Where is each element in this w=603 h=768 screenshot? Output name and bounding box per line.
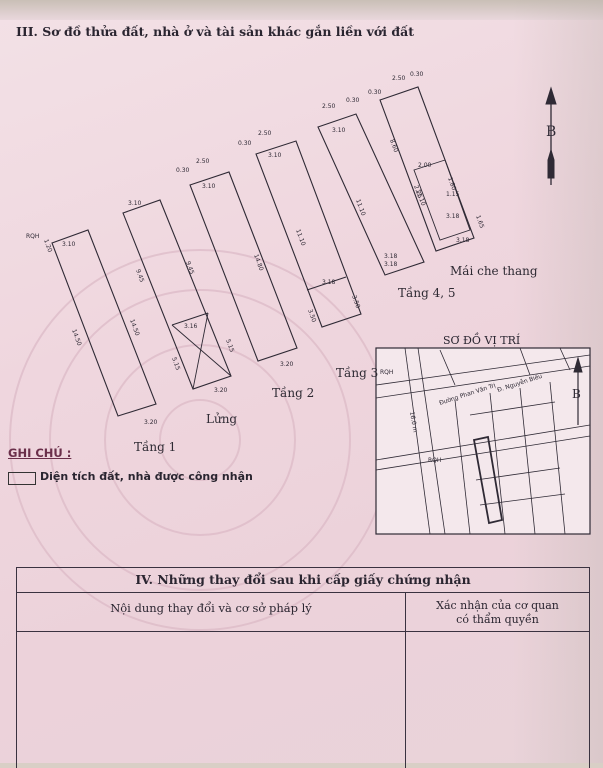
section-title: III. Sơ đồ thửa đất, nhà ở và tài sản kh… [16,24,414,39]
map-road-code-2: RQH [428,457,441,464]
dim-f3-350: 3.50 [350,294,361,309]
dim-f2-top: 3.10 [202,183,216,190]
location-map [375,347,591,535]
dim-lung-bottom: 3.20 [214,387,228,394]
dim-lung-515a: 5.15 [170,356,181,371]
dim-roof-225: 2.25 [412,184,423,199]
changes-col-content-header: Nội dung thay đổi và cơ sở pháp lý [110,601,312,615]
dim-f2-250: 2.50 [196,158,210,165]
dim-f2-945: 9.45 [184,260,195,275]
label-floor-3: Tầng 3 [336,366,379,380]
dim-f2-side: 14.80 [252,253,265,272]
dim-roof-318: 3.18 [446,213,460,220]
mezzanine-void-diag2 [192,312,209,390]
dim-f1-side: 14.50 [70,328,83,347]
dim-f3-030: 0.30 [238,140,252,147]
dim-lung-316: 3.16 [184,323,198,330]
dim-lung-515b: 5.15 [224,338,235,353]
dim-f3-top: 3.10 [268,152,282,159]
stair-roof-outline [379,86,475,252]
mezzanine-void-line [171,312,209,326]
dim-roof-115: 1.15 [446,191,460,198]
dim-f1-120: 1.20 [42,238,53,253]
dim-lung-945: 9.45 [134,268,145,283]
dim-roof-030b: 0.30 [410,71,424,78]
dim-roof-318b: 3.18 [456,237,470,244]
dim-roof-200: 2.00 [418,162,432,169]
dim-f1-road: RQH [26,233,39,240]
location-map-title: SƠ ĐỒ VỊ TRÍ [443,334,521,347]
dim-lung-side: 14.50 [128,318,141,337]
dim-f1-bottom: 3.20 [144,419,158,426]
map-width: 16.0 m [408,411,419,433]
dim-f45-250: 2.50 [322,103,336,110]
legend-swatch [8,472,36,485]
confirm-header-line2: có thẩm quyền [456,613,539,626]
dim-f2-030: 0.30 [176,167,190,174]
changes-col-confirm-header: Xác nhận của cơ quan có thẩm quyền [406,593,589,627]
notes-heading: GHI CHÚ : [8,446,72,460]
north-arrow-map [573,356,583,425]
floor-3-outline [255,140,362,328]
floor-3-divider [306,276,347,291]
changes-table: IV. Những thay đổi sau khi cấp giấy chứn… [16,567,590,768]
dim-lung-top: 3.10 [128,200,142,207]
north-label-top: B [546,124,556,140]
label-floor-1: Tầng 1 [134,440,177,454]
changes-col-content: Nội dung thay đổi và cơ sở pháp lý [17,593,406,768]
label-mezzanine: Lửng [206,412,238,426]
dim-f45-1110: 11.10 [354,198,367,217]
mezzanine-void-diag1 [171,324,232,377]
map-road-code: RQH [380,369,393,376]
dim-f2-bottom: 3.20 [280,361,294,368]
floor-45-outline [317,113,425,276]
changes-col-confirm: Xác nhận của cơ quan có thẩm quyền [406,593,589,627]
label-floor-2: Tầng 2 [272,386,315,400]
dim-f45-top: 3.10 [332,127,346,134]
dim-f3-318: 3.18 [322,279,336,286]
label-stair-roof: Mái che thang [450,264,538,278]
dim-f3-1110: 11.10 [294,228,307,247]
changes-table-title: IV. Những thay đổi sau khi cấp giấy chứn… [17,568,589,593]
dim-roof-180: 1.80 [446,176,457,191]
confirm-header-line1: Xác nhận của cơ quan [436,599,559,612]
north-arrow-top [545,86,557,185]
dim-roof-250: 2.50 [392,75,406,82]
changes-table-divider [17,631,589,632]
page-shadow-top [0,0,603,20]
north-label-map: B [572,387,581,401]
dim-roof-030: 0.30 [368,89,382,96]
floor-1-outline [51,229,157,417]
dim-roof-860: 8.60 [388,138,399,153]
floor-2-outline [189,171,298,362]
legend-text: Diện tích đất, nhà được công nhận [40,470,253,483]
dim-f45-bottom: 3.18 [384,261,398,268]
dim-roof-165: 1.65 [474,214,485,229]
dim-f1-top: 3.10 [62,241,76,248]
dim-f3-250: 2.50 [258,130,272,137]
dim-f45-030: 0.30 [346,97,360,104]
dim-f3-350b: 3.50 [306,308,317,323]
location-parcel [472,435,504,525]
dim-roof-318c: 3.18 [384,253,398,260]
stair-roof-cut [413,159,471,241]
label-floor-45: Tầng 4, 5 [398,286,456,300]
